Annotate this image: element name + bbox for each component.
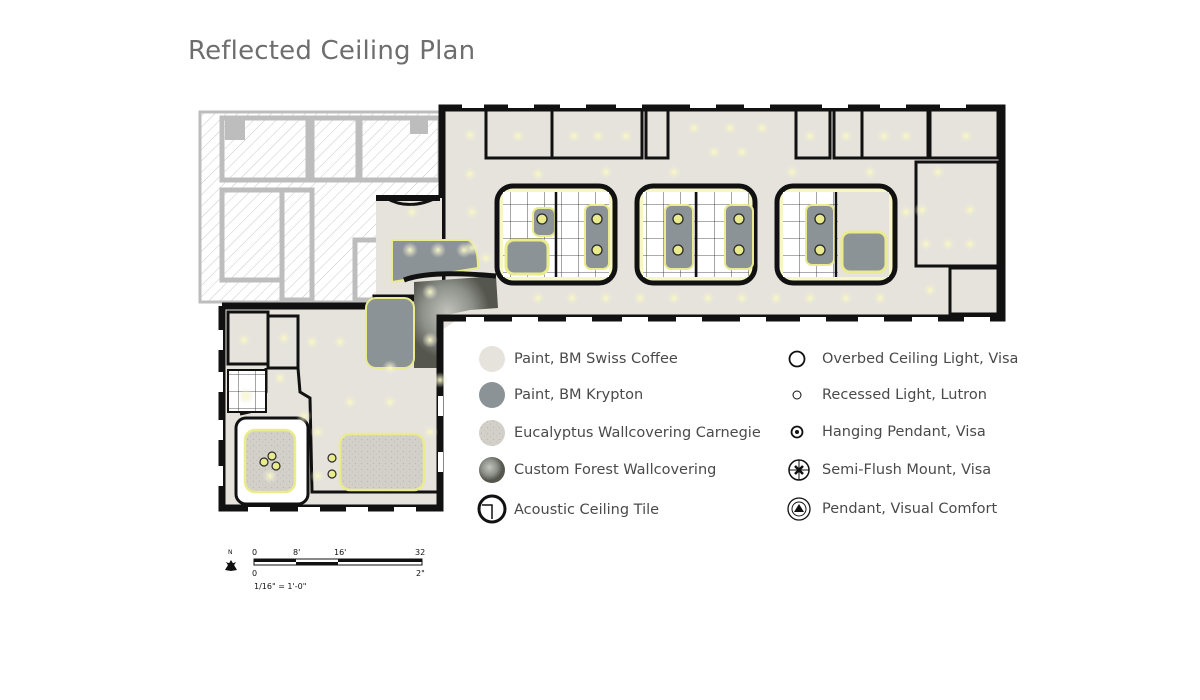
legend-forest: Custom Forest Wallcovering xyxy=(514,462,717,478)
patient-pod-2 xyxy=(634,183,758,286)
patient-pod-3 xyxy=(774,183,898,286)
legend-recessed-light: Recessed Light, Lutron xyxy=(822,387,987,403)
scale-bottom-2in: 2" xyxy=(416,569,425,578)
scale-tick-8: 8' xyxy=(293,548,301,557)
legend-hanging-pendant: Hanging Pendant, Visa xyxy=(822,424,986,440)
legend-overbed-ceiling-light: Overbed Ceiling Light, Visa xyxy=(822,351,1019,367)
patient-pod-1 xyxy=(494,183,618,286)
legend-swatches xyxy=(477,346,507,524)
scale-tick-0: 0 xyxy=(252,548,258,557)
recessed-lights xyxy=(236,120,978,484)
overbed-ceiling-light-icon xyxy=(788,350,806,368)
legend-pendant-visual-comfort: Pendant, Visual Comfort xyxy=(822,501,998,517)
pendant-visual-comfort-icon xyxy=(787,497,811,521)
recessed-light-icon xyxy=(792,390,802,400)
north-label: N xyxy=(228,549,233,556)
semi-flush-mount-icon xyxy=(788,459,810,481)
west-wing xyxy=(218,294,466,512)
hanging-pendant-icon xyxy=(790,425,804,439)
swatch-swiss-coffee xyxy=(479,346,505,372)
scale-tick-16: 16' xyxy=(334,548,347,557)
scale-bottom-0: 0 xyxy=(252,569,258,578)
plan-title: Reflected Ceiling Plan xyxy=(188,36,476,66)
swatch-forest xyxy=(479,457,505,483)
swatch-krypton xyxy=(479,382,505,408)
scale-bar xyxy=(225,558,423,571)
legend-swiss-coffee: Paint, BM Swiss Coffee xyxy=(514,351,678,367)
legend-semi-flush-mount: Semi-Flush Mount, Visa xyxy=(822,462,992,478)
legend-carnegie: Eucalyptus Wallcovering Carnegie xyxy=(514,425,761,441)
scale-tick-32: 32 xyxy=(415,548,426,557)
swatch-acoustic-tile xyxy=(477,494,507,524)
legend-krypton: Paint, BM Krypton xyxy=(514,387,644,403)
legend-acoustic-tile: Acoustic Ceiling Tile xyxy=(514,502,660,518)
swatch-carnegie xyxy=(479,420,505,446)
legend-icons xyxy=(787,350,811,521)
scale-ratio: 1/16" = 1'-0" xyxy=(254,582,307,591)
waiting-area xyxy=(234,416,426,506)
